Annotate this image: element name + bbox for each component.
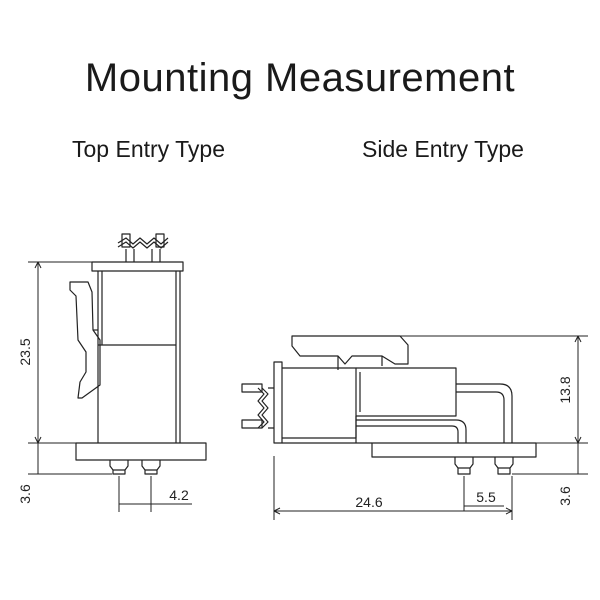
side-entry-pin-height-label: 3.6 [557,486,573,506]
side-entry-height-dimension [296,335,588,444]
top-entry-drawing [28,233,207,512]
page-title: Mounting Measurement [84,56,516,100]
top-entry-label: Top Entry Type [72,136,225,162]
side-entry-length-dimension [273,456,513,520]
side-entry-housing [282,367,457,444]
top-entry-latch [69,281,101,399]
side-entry-pitch-label: 5.5 [476,489,496,505]
side-entry-cap [241,361,283,444]
side-entry-label: Side Entry Type [362,136,524,162]
side-entry-length-label: 24.6 [355,494,382,510]
side-entry-height-label: 13.8 [557,376,573,403]
side-entry-pitch-dimension [463,476,504,511]
side-entry-drawing [241,335,588,520]
top-entry-housing [91,261,184,443]
side-entry-pins [454,457,514,475]
top-entry-pitch-label: 4.2 [169,487,189,503]
top-entry-height-dimension [28,261,94,444]
top-entry-pin-height-label: 3.6 [17,484,33,504]
side-entry-latch [291,335,409,365]
top-entry-pin-dimension [28,443,112,475]
top-entry-pcb [75,442,207,461]
top-entry-height-label: 23.5 [17,338,33,365]
top-entry-pitch-dimension [118,476,192,512]
side-entry-pin-dimension [512,443,588,475]
top-entry-cap [117,233,169,262]
side-entry-bent-pins [356,383,513,443]
top-entry-pins [109,460,161,475]
side-entry-pcb [371,442,537,458]
